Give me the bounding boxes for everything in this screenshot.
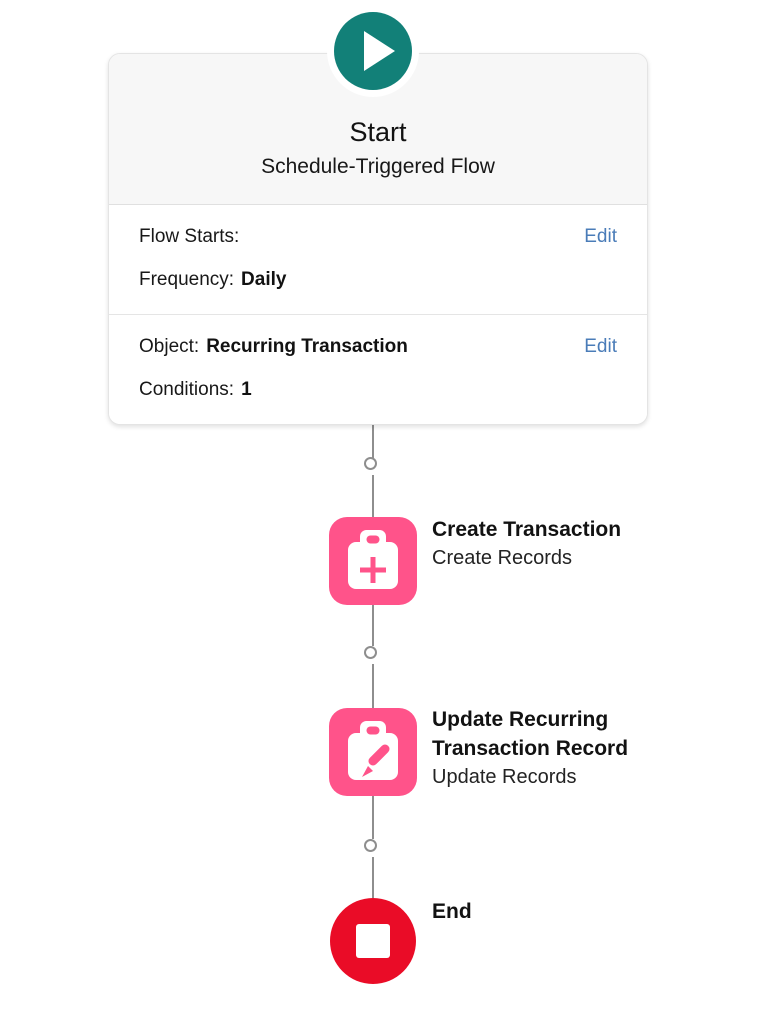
- add-element-node[interactable]: [364, 457, 377, 470]
- update-record-node[interactable]: [329, 708, 417, 796]
- flow-starts-label: Flow Starts:: [139, 226, 240, 247]
- connector-line: [371, 796, 374, 839]
- create-transaction-node[interactable]: [329, 517, 417, 605]
- frequency-row: Frequency: Daily: [139, 269, 286, 291]
- end-node[interactable]: [330, 898, 416, 984]
- object-row: Object: Recurring Transaction: [139, 336, 408, 358]
- node-title: Update Recurring Transaction Record: [432, 708, 629, 760]
- edit-object-link[interactable]: Edit: [584, 336, 617, 357]
- node-subtitle: Create Records: [432, 547, 573, 569]
- add-element-node[interactable]: [364, 839, 377, 852]
- conditions-row: Conditions: 1: [139, 379, 252, 401]
- connector-line: [371, 857, 374, 898]
- object-section: Object: Recurring Transaction Edit Condit…: [109, 314, 647, 424]
- node-subtitle: Update Records: [432, 766, 577, 788]
- add-element-node[interactable]: [364, 646, 377, 659]
- frequency-label: Frequency:: [139, 269, 235, 290]
- start-card: Start Schedule-Triggered Flow Flow Start…: [108, 53, 648, 425]
- object-label: Object:: [139, 336, 200, 357]
- connector-line: [371, 475, 374, 517]
- start-title: Start: [349, 117, 407, 147]
- start-node-button[interactable]: [327, 5, 419, 97]
- end-label: End: [432, 900, 472, 923]
- connector-line: [371, 421, 374, 458]
- schedule-section: Flow Starts: Edit Frequency: Daily: [109, 205, 647, 314]
- node-title: Create Transaction: [432, 518, 622, 541]
- object-value: Recurring Transaction: [206, 336, 408, 357]
- conditions-label: Conditions:: [139, 379, 235, 400]
- clipboard-pencil-icon: [329, 708, 417, 796]
- stop-icon: [330, 898, 416, 988]
- clipboard-plus-icon: [329, 517, 417, 605]
- play-icon: [327, 5, 419, 101]
- frequency-value: Daily: [241, 269, 287, 290]
- connector-line: [371, 664, 374, 708]
- node-label: Create Transaction Create Records: [432, 515, 621, 573]
- start-subtitle: Schedule-Triggered Flow: [261, 155, 495, 178]
- conditions-value: 1: [241, 379, 252, 400]
- edit-schedule-link[interactable]: Edit: [584, 226, 617, 247]
- connector-line: [371, 605, 374, 646]
- node-label: Update Recurring Transaction Record Upda…: [432, 705, 677, 792]
